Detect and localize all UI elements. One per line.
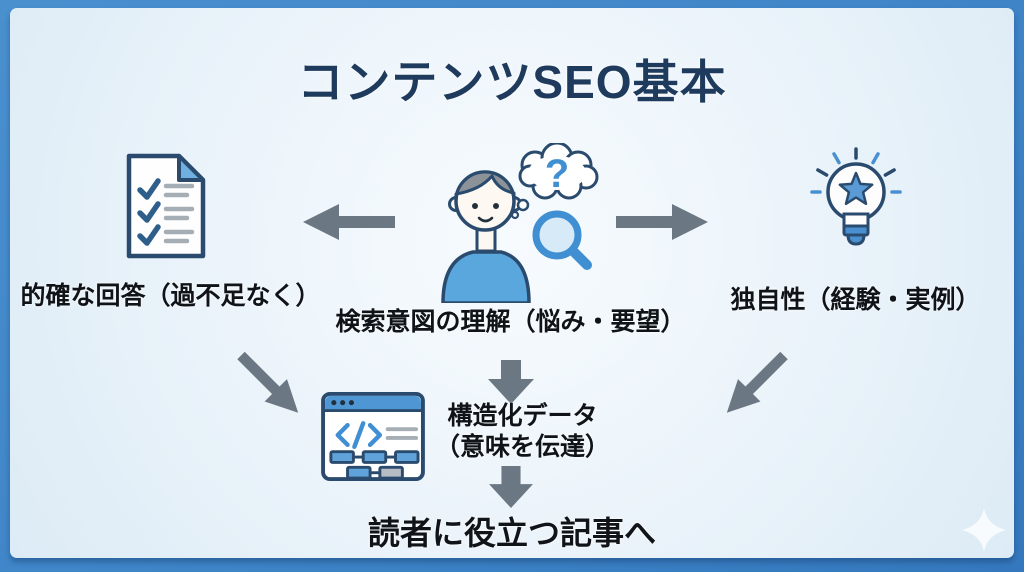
structured-data-label-line2: （意味を伝達） — [434, 433, 610, 462]
code-tag-icon — [335, 421, 383, 449]
lightbulb-star-icon — [806, 146, 906, 263]
star-icon — [838, 171, 874, 206]
structured-data-label: 構造化データ （意味を伝達） — [420, 401, 625, 464]
arrow-right-icon — [616, 200, 711, 244]
page-title: コンテンツSEO基本 — [297, 56, 727, 108]
arrow-down-icon — [488, 360, 534, 404]
magnifier-icon — [532, 210, 592, 270]
arrow-diagonal-down-right-icon — [227, 342, 313, 428]
person-searching-icon: ? — [435, 141, 625, 308]
arrow-down-icon — [488, 466, 534, 508]
checklist-document-icon — [119, 150, 211, 267]
center-node-label: 検索意図の理解（悩み・要望） — [335, 308, 686, 336]
left-node-label: 的確な回答（過不足なく） — [20, 282, 321, 310]
browser-code-icon — [319, 390, 427, 488]
sparkle-icon — [960, 506, 1008, 559]
arrow-left-icon — [300, 200, 395, 244]
thought-bubble-icon: ? — [510, 141, 599, 220]
right-node-label: 独自性（経験・実例） — [730, 286, 981, 314]
goal-label: 読者に役立つ記事へ — [367, 515, 656, 551]
arrow-diagonal-down-left-icon — [711, 342, 797, 428]
question-mark-glyph: ? — [545, 152, 569, 196]
structured-data-label-line1: 構造化データ — [447, 402, 598, 430]
